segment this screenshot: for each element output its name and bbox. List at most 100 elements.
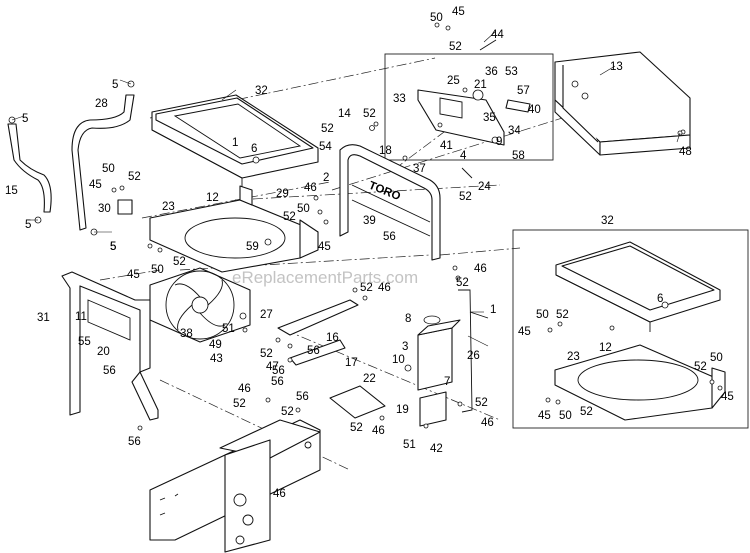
toro-logo: TORO bbox=[367, 180, 402, 204]
callout-label: 15 bbox=[5, 185, 18, 197]
callout-label: 45 bbox=[318, 241, 331, 253]
callout-label: 29 bbox=[276, 188, 289, 200]
callout-label: 4 bbox=[460, 150, 467, 162]
callout-label: 16 bbox=[326, 332, 339, 344]
callout-label: 6 bbox=[657, 293, 663, 305]
callout-label: 18 bbox=[379, 145, 392, 157]
callout-label: 52 bbox=[283, 211, 296, 223]
callout-label: 45 bbox=[452, 6, 465, 18]
callout-label: 32 bbox=[601, 215, 614, 227]
callout-label: 9 bbox=[496, 136, 502, 148]
callout-label: 45 bbox=[127, 269, 140, 281]
callout-label: 23 bbox=[162, 201, 175, 213]
callout-label: 48 bbox=[679, 146, 692, 158]
callout-label: 54 bbox=[319, 141, 332, 153]
callout-label: 56 bbox=[128, 436, 141, 448]
callout-label: 52 bbox=[173, 256, 186, 268]
callout-label: 50 bbox=[430, 12, 443, 24]
callout-label: 19 bbox=[396, 404, 409, 416]
brackets-16-17-22 bbox=[277, 299, 386, 419]
callout-label: 47 bbox=[266, 361, 279, 373]
callout-label: 30 bbox=[98, 203, 111, 215]
callout-label: 52 bbox=[233, 398, 246, 410]
callout-label: 34 bbox=[508, 125, 521, 137]
mount-bracket-25 bbox=[417, 87, 531, 146]
left-support-31 bbox=[61, 271, 159, 421]
radiator-32 bbox=[151, 94, 319, 190]
radiator-cover-13 bbox=[554, 51, 691, 156]
callout-label: 6 bbox=[251, 143, 257, 155]
callout-label: 52 bbox=[459, 191, 472, 203]
bracket-callout-box bbox=[384, 53, 554, 161]
callout-label: 56 bbox=[103, 365, 116, 377]
callout-label: 39 bbox=[363, 215, 376, 227]
callout-label: 46 bbox=[372, 425, 385, 437]
callout-label: 24 bbox=[478, 181, 491, 193]
callout-label: 57 bbox=[517, 85, 530, 97]
callout-label: 52 bbox=[456, 277, 469, 289]
callout-label: 52 bbox=[260, 348, 273, 360]
callout-label: 1 bbox=[232, 137, 238, 149]
callout-label: 13 bbox=[610, 61, 623, 73]
callout-label: 56 bbox=[296, 391, 309, 403]
callout-label: 56 bbox=[272, 365, 285, 377]
callout-label: 41 bbox=[440, 140, 453, 152]
callout-label: 11 bbox=[75, 311, 87, 323]
main-frame bbox=[149, 419, 321, 553]
callout-label: 14 bbox=[338, 108, 351, 120]
callout-label: 26 bbox=[467, 350, 480, 362]
callout-label: 40 bbox=[528, 104, 541, 116]
callout-label: 53 bbox=[505, 66, 518, 78]
inset-shroud-23 bbox=[554, 344, 726, 421]
callout-label: 52 bbox=[360, 282, 373, 294]
callout-label: 10 bbox=[392, 354, 405, 366]
callout-label: 52 bbox=[556, 309, 569, 321]
callout-label: 3 bbox=[402, 341, 408, 353]
callout-label: 52 bbox=[363, 108, 376, 120]
callout-label: 38 bbox=[180, 328, 193, 340]
callout-label: 52 bbox=[281, 406, 294, 418]
callout-label: 21 bbox=[474, 79, 487, 91]
callout-label: 45 bbox=[518, 326, 531, 338]
callout-label: 52 bbox=[321, 123, 334, 135]
callout-label: 20 bbox=[97, 346, 110, 358]
callout-label: 52 bbox=[694, 361, 707, 373]
callout-label: 45 bbox=[538, 410, 551, 422]
callout-label: 50 bbox=[102, 163, 115, 175]
callout-label: 33 bbox=[393, 93, 406, 105]
callout-label: 46 bbox=[474, 263, 487, 275]
watermark-text: eReplacementParts.com bbox=[232, 268, 418, 287]
callout-label: 59 bbox=[246, 241, 259, 253]
callout-label: 12 bbox=[206, 192, 219, 204]
callout-label: 52 bbox=[128, 171, 141, 183]
callout-label: 51 bbox=[222, 323, 235, 335]
callout-label: 37 bbox=[413, 163, 426, 175]
coolant-reservoir-7 bbox=[417, 289, 473, 427]
callout-label: 43 bbox=[210, 353, 223, 365]
callout-label: 52 bbox=[449, 41, 462, 53]
callout-label: 35 bbox=[483, 112, 496, 124]
hose-28 bbox=[71, 94, 135, 231]
callout-label: 36 bbox=[485, 66, 498, 78]
callout-label: 25 bbox=[447, 75, 460, 87]
callout-label: 46 bbox=[273, 488, 286, 500]
hose-15 bbox=[7, 123, 52, 213]
callout-label: 5 bbox=[25, 219, 31, 231]
callout-label: 58 bbox=[512, 150, 525, 162]
callout-label: 28 bbox=[95, 98, 108, 110]
callout-label: 56 bbox=[307, 345, 320, 357]
callout-label: 52 bbox=[580, 406, 593, 418]
radiator-inset-box bbox=[512, 229, 749, 429]
callout-label: 46 bbox=[378, 282, 391, 294]
callout-label: 50 bbox=[297, 203, 310, 215]
hardware-markers bbox=[8, 22, 723, 431]
callout-label: 23 bbox=[567, 351, 580, 363]
callout-label: 52 bbox=[475, 397, 488, 409]
callout-label: 22 bbox=[363, 373, 376, 385]
inset-radiator-32 bbox=[555, 241, 721, 332]
callout-label: 56 bbox=[271, 376, 284, 388]
callout-label: 46 bbox=[304, 182, 317, 194]
callout-label: 50 bbox=[536, 309, 549, 321]
fan-shroud-23 bbox=[149, 185, 319, 273]
